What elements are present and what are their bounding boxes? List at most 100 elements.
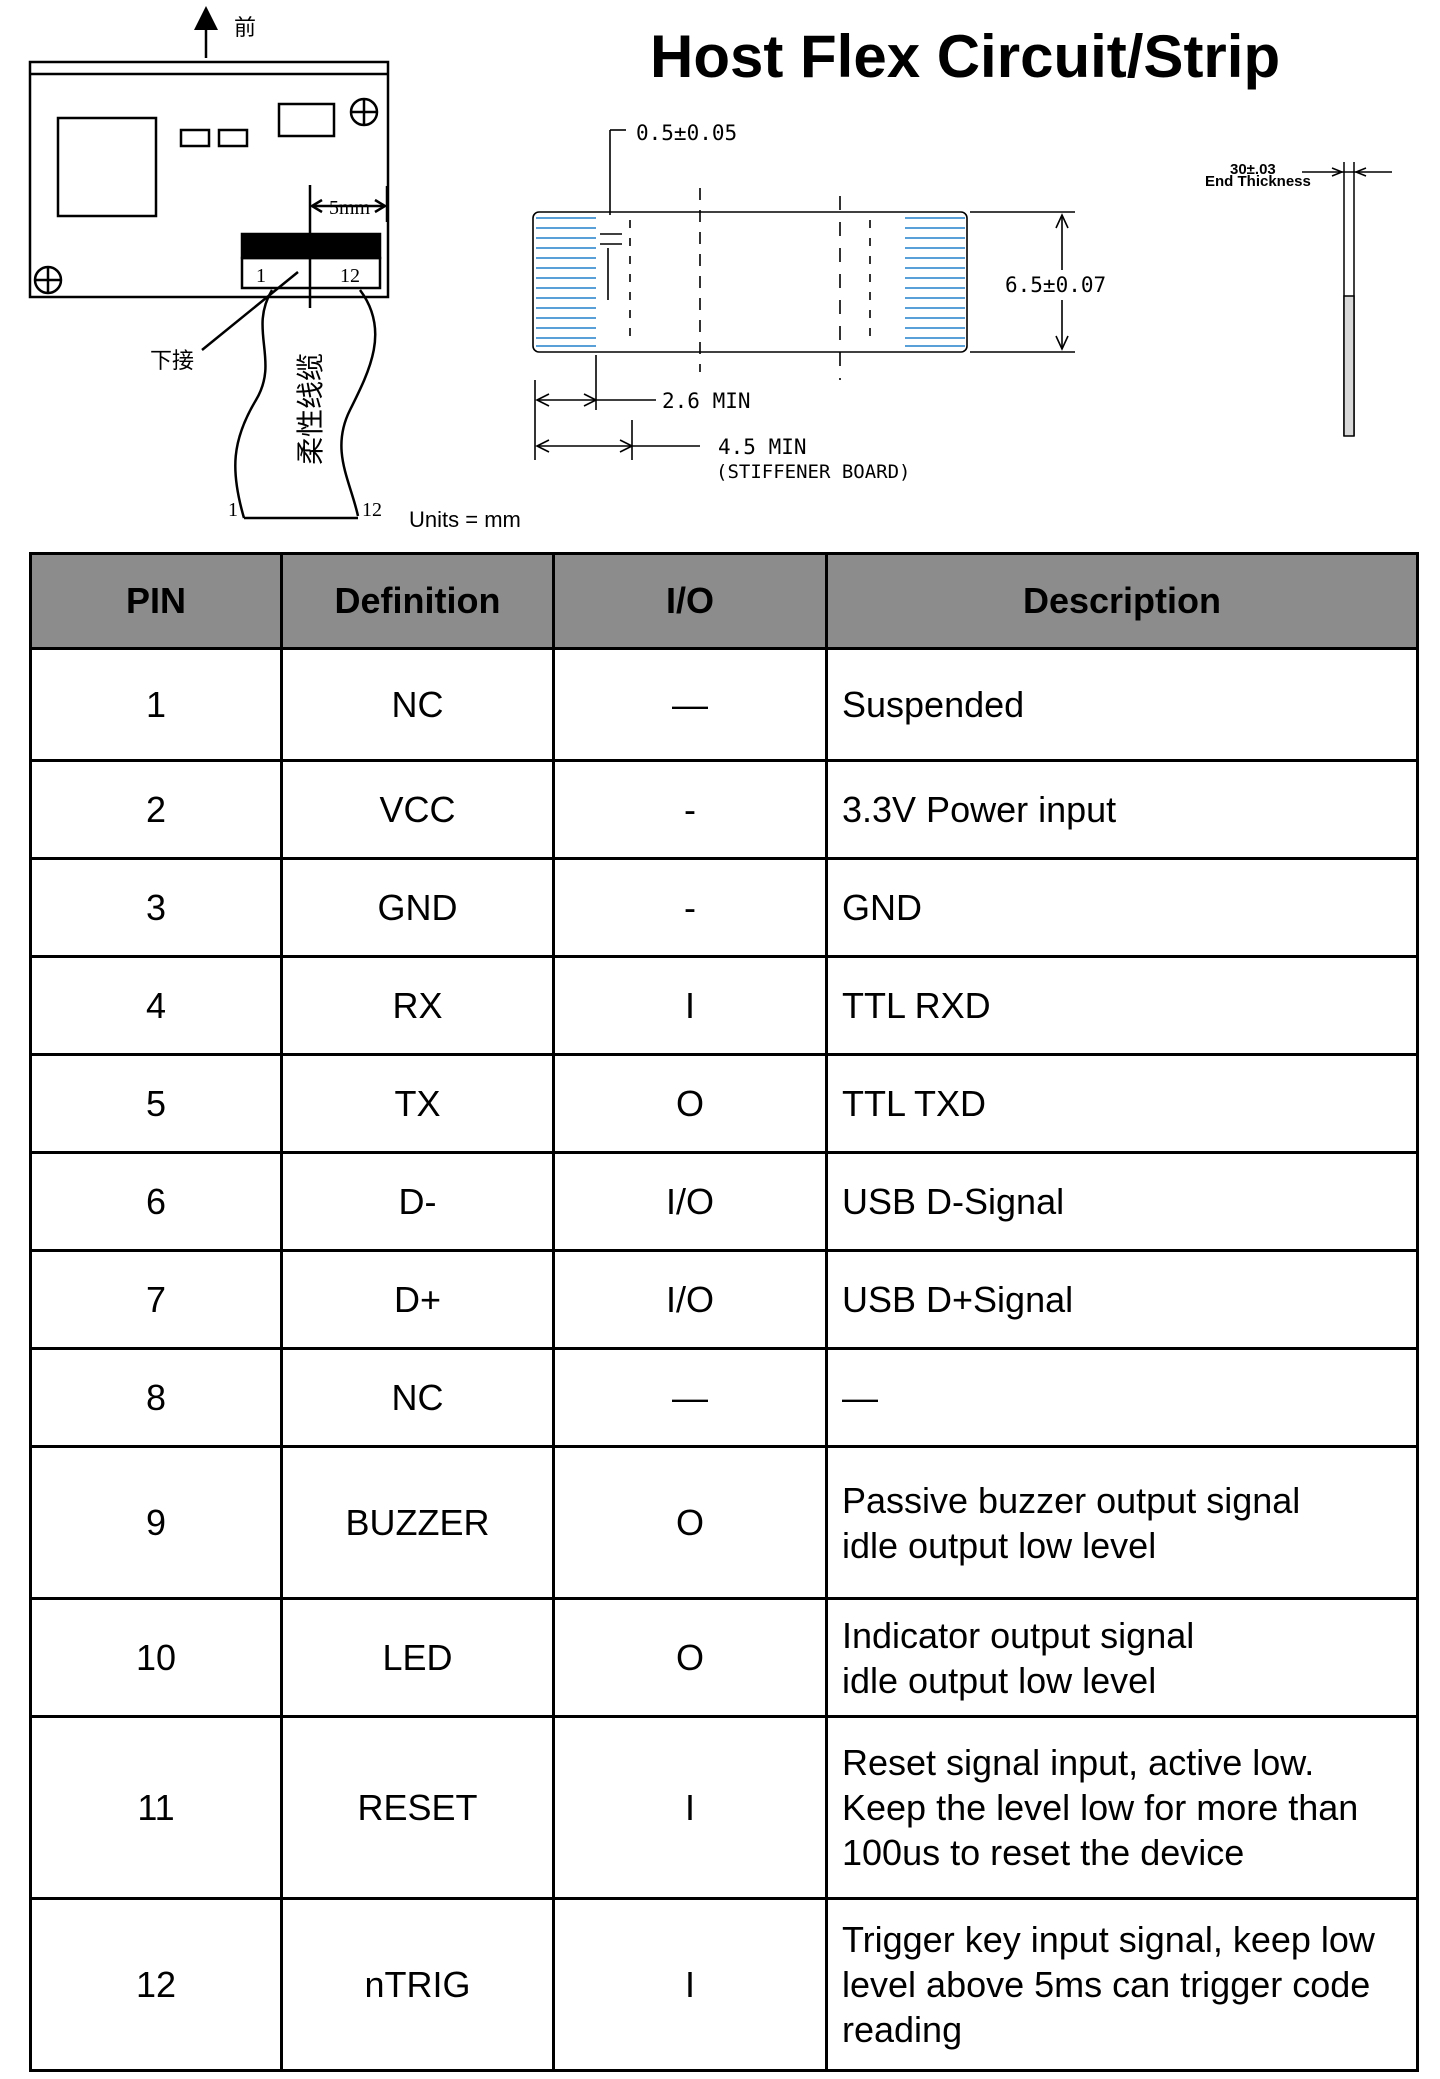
- description-cell: TTL TXD: [825, 1053, 1419, 1154]
- pin-cell: 9: [29, 1445, 283, 1600]
- description-line: Passive buzzer output signal: [842, 1479, 1301, 1521]
- description-cell: USB D+Signal: [825, 1249, 1419, 1350]
- board-outline: [28, 60, 390, 299]
- description-line: —: [842, 1377, 878, 1418]
- definition-cell: VCC: [280, 759, 555, 860]
- connector-diagram: 前 5mm 1 12 下接 柔性线缆 1 12: [28, 6, 1392, 521]
- pin-cell: 7: [29, 1249, 283, 1350]
- units-note: Units = mm: [409, 507, 521, 532]
- pin-cell: 1: [29, 647, 283, 762]
- io-cell: I: [552, 1715, 828, 1900]
- definition-cell: NC: [280, 1347, 555, 1448]
- definition-cell: nTRIG: [280, 1897, 555, 2072]
- pin-cell: 6: [29, 1151, 283, 1252]
- io-cell: I/O: [552, 1249, 828, 1350]
- pin-last-label: 12: [340, 265, 360, 287]
- pin-cell: 2: [29, 759, 283, 860]
- description-line: TTL RXD: [842, 985, 991, 1026]
- description-line: GND: [842, 887, 922, 928]
- definition-cell: D+: [280, 1249, 555, 1350]
- table-header-row: PIN Definition I/O Description: [29, 552, 1419, 650]
- io-cell: —: [552, 647, 828, 762]
- description-cell: Reset signal input, active low.Keep the …: [825, 1715, 1419, 1900]
- flex-strip-outline: [532, 211, 968, 353]
- io-cell: O: [552, 1053, 828, 1154]
- description-line: reading: [842, 2009, 963, 2050]
- stiffener-note: (STIFFENER BOARD): [716, 461, 910, 483]
- pin-first-label: 1: [256, 265, 266, 287]
- description-line: idle output low level: [842, 1659, 1157, 1701]
- pin-cell: 11: [29, 1715, 283, 1900]
- definition-cell: BUZZER: [280, 1445, 555, 1600]
- board-drawing: [28, 6, 390, 520]
- pitch-dimension: 0.5±0.05: [636, 121, 737, 145]
- definition-cell: TX: [280, 1053, 555, 1154]
- description-line: 100us to reset the device: [842, 1832, 1245, 1873]
- pin-cell: 12: [29, 1897, 283, 2072]
- description-line: idle output low level: [842, 1524, 1157, 1566]
- contact-fingers-right: [905, 217, 965, 347]
- description-line: TTL TXD: [842, 1083, 987, 1124]
- definition-cell: D-: [280, 1151, 555, 1252]
- io-cell: I: [552, 955, 828, 1056]
- definition-cell: NC: [280, 647, 555, 762]
- header-description: Description: [825, 552, 1419, 650]
- end-thickness-drawing: [1302, 162, 1392, 437]
- page-title: Host Flex Circuit/Strip: [650, 23, 1281, 90]
- description-line: USB D+Signal: [842, 1279, 1074, 1320]
- description-cell: —: [825, 1347, 1419, 1448]
- description-line: Suspended: [842, 684, 1025, 725]
- contact-min-dimension: 2.6 MIN: [662, 389, 751, 413]
- front-label: 前: [234, 16, 256, 41]
- cable-end-last-label: 12: [362, 499, 382, 521]
- front-arrowhead-icon: [194, 6, 218, 30]
- io-cell: -: [552, 759, 828, 860]
- end-thickness-value: 30±.03: [1230, 161, 1276, 178]
- io-cell: —: [552, 1347, 828, 1448]
- io-cell: O: [552, 1597, 828, 1718]
- pin-cell: 5: [29, 1053, 283, 1154]
- description-line: Reset signal input, active low.: [842, 1742, 1315, 1783]
- description-line: Keep the level low for more than: [842, 1787, 1359, 1828]
- description-line: USB D-Signal: [842, 1181, 1065, 1222]
- description-line: 3.3V Power input: [842, 789, 1117, 830]
- stiffener-min-dimension: 4.5 MIN: [718, 435, 807, 459]
- description-cell: Suspended: [825, 647, 1419, 762]
- description-cell: USB D-Signal: [825, 1151, 1419, 1252]
- down-connect-label: 下接: [150, 349, 194, 374]
- definition-cell: RX: [280, 955, 555, 1056]
- header-io: I/O: [552, 552, 828, 650]
- cable-end-first-label: 1: [228, 499, 238, 521]
- description-line: Indicator output signal: [842, 1614, 1195, 1656]
- definition-cell: LED: [280, 1597, 555, 1718]
- description-cell: GND: [825, 857, 1419, 958]
- definition-cell: GND: [280, 857, 555, 958]
- io-cell: O: [552, 1445, 828, 1600]
- description-cell: 3.3V Power input: [825, 759, 1419, 860]
- pin-cell: 10: [29, 1597, 283, 1718]
- end-thickness-label: End Thickness: [1205, 173, 1311, 190]
- cable-label: 柔性线缆: [294, 353, 327, 465]
- header-definition: Definition: [280, 552, 555, 650]
- flex-strip-drawing: [532, 129, 1075, 460]
- pin-cell: 8: [29, 1347, 283, 1448]
- description-line: Trigger key input signal, keep low: [842, 1919, 1375, 1960]
- pin-cell: 4: [29, 955, 283, 1056]
- contact-fingers-left: [536, 217, 596, 347]
